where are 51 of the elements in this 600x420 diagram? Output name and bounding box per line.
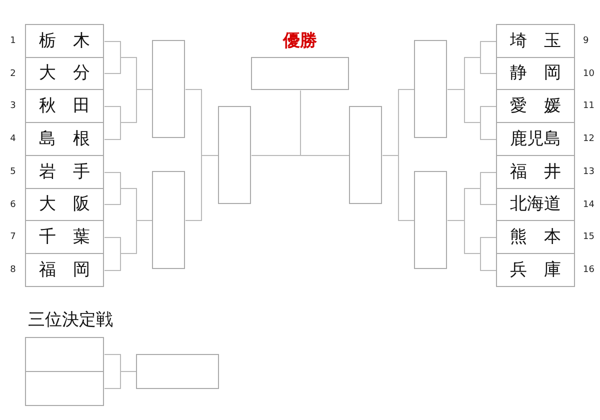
result-box xyxy=(414,40,447,138)
team-entry: 北海道 xyxy=(496,188,575,221)
seed-number: 7 xyxy=(9,232,17,242)
team-entry: 千 葉 xyxy=(25,220,104,254)
seed-number: 3 xyxy=(9,101,17,111)
team-entry: 栃 木 xyxy=(25,24,104,58)
seed-number: 10 xyxy=(583,68,594,78)
bracket-line xyxy=(382,155,415,221)
bracket-line xyxy=(104,89,153,140)
bracket-line xyxy=(104,371,137,389)
bracket-line xyxy=(185,155,219,221)
section-heading: 三位決定戦 xyxy=(28,310,113,330)
seed-number: 6 xyxy=(9,200,17,210)
bracket-line xyxy=(300,90,350,156)
result-box xyxy=(414,171,447,269)
team-entry: 大 阪 xyxy=(25,188,104,221)
team-entry: 静 岡 xyxy=(496,57,575,90)
seed-number: 2 xyxy=(9,68,17,78)
third-place-entry-box xyxy=(25,371,104,406)
seed-number: 5 xyxy=(9,167,17,177)
seed-number: 11 xyxy=(583,101,594,111)
result-box xyxy=(218,106,251,204)
seed-number: 14 xyxy=(583,200,594,210)
seed-number: 16 xyxy=(583,265,594,275)
seed-number: 1 xyxy=(9,36,17,46)
seed-number: 13 xyxy=(583,167,594,177)
third-place-entry-box xyxy=(25,337,104,372)
bracket-line xyxy=(104,220,153,271)
team-entry: 鹿児島 xyxy=(496,122,575,156)
team-entry: 熊 本 xyxy=(496,220,575,254)
winner-heading: 優勝 xyxy=(282,30,318,52)
team-entry: 愛 媛 xyxy=(496,89,575,123)
team-entry: 岩 手 xyxy=(25,155,104,189)
result-box xyxy=(349,106,382,204)
team-entry: 埼 玉 xyxy=(496,24,575,58)
seed-number: 12 xyxy=(583,134,594,144)
team-entry: 大 分 xyxy=(25,57,104,90)
team-entry: 島 根 xyxy=(25,122,104,156)
seed-number: 15 xyxy=(583,232,594,242)
team-entry: 福 岡 xyxy=(25,253,104,287)
team-entry: 福 井 xyxy=(496,155,575,189)
team-entry: 秋 田 xyxy=(25,89,104,123)
seed-number: 8 xyxy=(9,265,17,275)
result-box xyxy=(152,171,185,269)
bracket-line xyxy=(447,89,497,140)
seed-number: 9 xyxy=(583,36,589,46)
seed-number: 4 xyxy=(9,134,17,144)
team-entry: 兵 庫 xyxy=(496,253,575,287)
bracket-line xyxy=(447,220,497,271)
result-box xyxy=(152,40,185,138)
third-place-result-box xyxy=(136,354,219,389)
